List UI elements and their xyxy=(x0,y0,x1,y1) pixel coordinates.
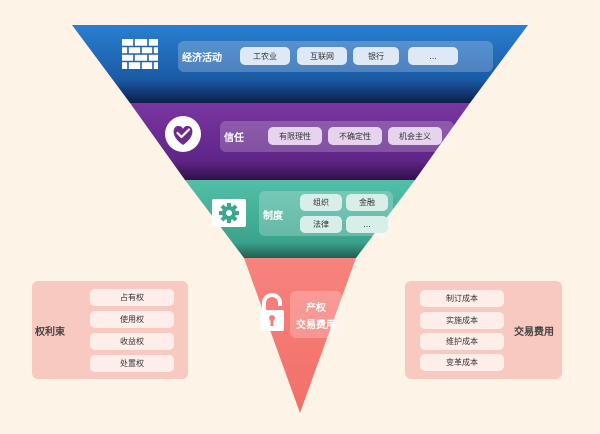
lock-icon xyxy=(258,293,286,333)
level-3-item: 金融 xyxy=(346,194,388,211)
cost-item: 制订成本 xyxy=(420,290,504,307)
level-2-title: 信任 xyxy=(224,132,244,144)
level-3-item: ... xyxy=(346,216,388,233)
brick-wall-icon xyxy=(122,38,158,70)
level-1-item: ... xyxy=(408,47,458,65)
level-1-item: 互联网 xyxy=(297,47,347,65)
level-2-item: 机会主义 xyxy=(388,127,442,145)
rights-item: 处置权 xyxy=(90,355,174,372)
cost-item: 维护成本 xyxy=(420,333,504,350)
level-1-title: 经济活动 xyxy=(182,52,222,64)
cost-item: 变革成本 xyxy=(420,354,504,371)
level-1-item: 工农业 xyxy=(240,47,290,65)
level-3-item: 法律 xyxy=(300,216,342,233)
level-1-item: 银行 xyxy=(353,47,399,65)
rights-item: 占有权 xyxy=(90,289,174,306)
level-4-title-line-2: 交易费用 xyxy=(296,320,336,331)
rights-item: 使用权 xyxy=(90,311,174,328)
level-3-item: 组织 xyxy=(300,194,342,211)
rights-bundle-title: 权利束 xyxy=(35,326,65,338)
level-2-item: 不确定性 xyxy=(328,127,382,145)
rights-item: 收益权 xyxy=(90,333,174,350)
level-2-item: 有限理性 xyxy=(268,127,322,145)
heart-icon xyxy=(164,115,202,153)
level-4-title-line-1: 产权 xyxy=(306,303,326,314)
transaction-cost-title: 交易费用 xyxy=(514,326,554,338)
cost-item: 实施成本 xyxy=(420,312,504,329)
gear-icon xyxy=(212,199,246,227)
level-3-title: 制度 xyxy=(263,210,283,222)
level-4-panel xyxy=(290,291,342,338)
